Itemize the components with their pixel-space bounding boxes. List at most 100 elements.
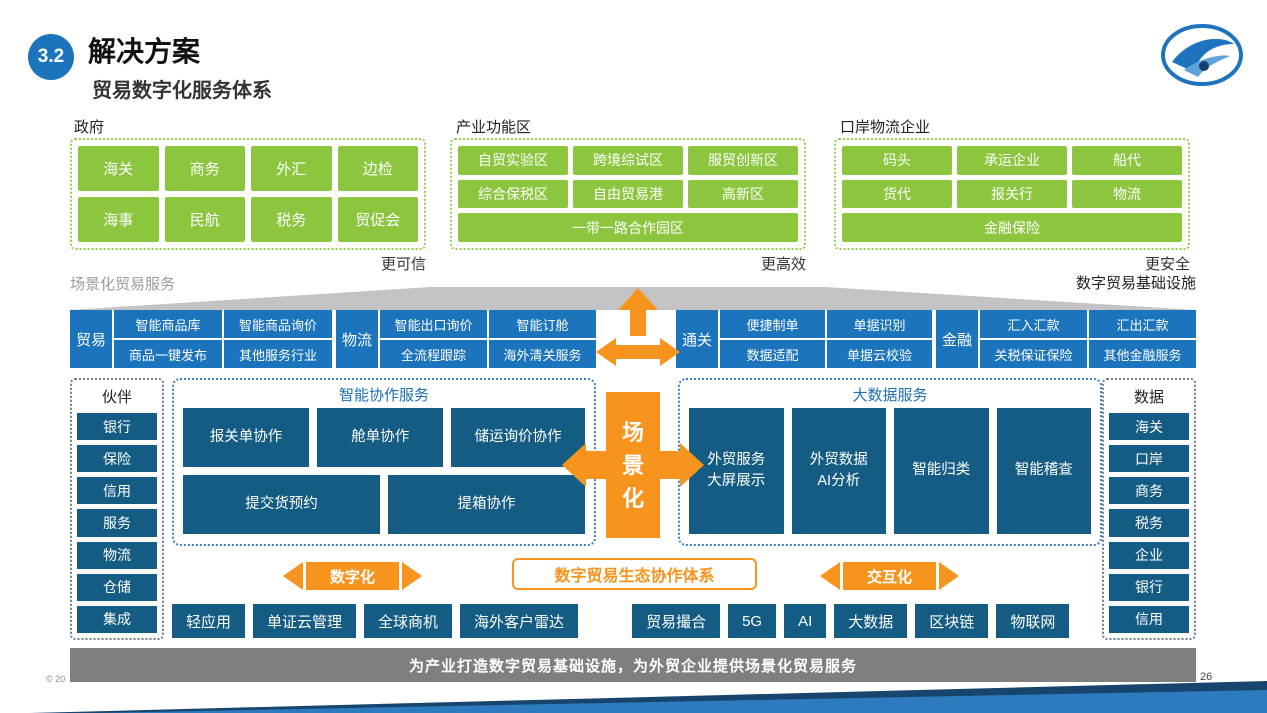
gov-cell: 税务 [251,197,332,242]
partner-item: 仓储 [77,573,157,601]
bigdata-box-line: 智能归类 [912,462,971,479]
collab-section-title: 智能协作服务 [338,387,429,404]
arrow-right-icon [402,562,423,590]
band-cell: 全流程跟踪 [380,340,487,368]
app-box: 海外客户雷达 [460,604,579,638]
port-cell: 码头 [842,146,952,175]
partners-column: 伙伴 银行 保险 信用 服务 物流 仓储 集成 [70,378,164,640]
gov-cell: 海关 [78,146,159,191]
port-cell-wide: 金融保险 [842,213,1182,242]
band-cell: 其他服务行业 [224,340,332,368]
zone-group-label: 产业功能区 [456,119,532,136]
data-item: 信用 [1109,605,1189,633]
port-cell: 承运企业 [957,146,1067,175]
band-group-customs: 通关 便捷制单 单据识别 数据适配 单据云校验 [676,310,932,368]
band-cell: 数据适配 [720,340,825,368]
port-logistics-group: 码头 承运企业 船代 货代 报关行 物流 金融保险 [834,138,1190,250]
bottom-wave-decoration [30,681,1267,713]
government-group: 海关 商务 外汇 边检 海事 民航 税务 贸促会 [70,138,426,250]
bigdata-box: 外贸服务 大屏展示 [689,408,784,534]
gov-cell: 贸促会 [337,197,418,242]
collab-box: 提箱协作 [388,475,585,534]
port-cell: 船代 [1072,146,1182,175]
zone-cell: 自贸实验区 [458,146,568,175]
port-cell: 货代 [842,179,952,209]
arrow-left-icon [283,562,303,590]
copyright-text: © 20 [46,674,66,684]
band-label-trade: 贸易 [70,310,112,368]
band-label-finance: 金融 [936,310,978,368]
interaction-flow: 交互化 [820,561,960,591]
data-item: 税务 [1109,509,1189,537]
gov-group-label: 政府 [74,119,105,136]
digitalization-flow: 数字化 [283,561,423,591]
data-column: 数据 海关 口岸 商务 税务 企业 银行 信用 [1102,378,1196,640]
flow-arrows-icon [596,288,680,366]
tagline-secure: 更安全 [1144,256,1190,273]
band-cell: 便捷制单 [720,310,825,338]
scenario-cross-icon [562,392,704,538]
bigdata-section: 大数据服务 外贸服务 大屏展示 外贸数据 AI分析 智能归类 智能稽查 [678,378,1102,546]
gov-cell: 边检 [337,146,418,191]
page-number: 26 [1200,671,1213,683]
band-cell: 智能订舱 [489,310,596,338]
zone-cell: 自由贸易港 [573,179,683,209]
app-box: 区块链 [915,604,989,638]
data-item: 海关 [1109,413,1189,441]
data-header: 数据 [1133,389,1164,406]
scenario-cross-label: 场景化 [622,419,645,511]
data-item: 商务 [1109,477,1189,505]
collab-box: 储运询价协作 [451,408,585,467]
app-box: 贸易撮合 [632,604,721,638]
bigdata-box: 智能稽查 [996,408,1091,534]
zone-cell-wide: 一带一路合作园区 [458,213,798,242]
partners-header: 伙伴 [101,389,132,406]
collab-box: 提交货预约 [183,475,380,534]
band-cell: 海外清关服务 [489,340,596,368]
port-cell: 物流 [1072,179,1182,209]
caption-digital-trade-infrastructure: 数字贸易基础设施 [1075,275,1196,292]
tagline-trustworthy: 更可信 [380,256,426,273]
apps-row: 轻应用 单证云管理 全球商机 海外客户雷达 贸易撮合 5G AI 大数据 区块链… [172,604,1196,638]
partner-item: 物流 [77,541,157,569]
bigdata-box: 智能归类 [894,408,989,534]
bigdata-box: 外贸数据 AI分析 [791,408,886,534]
band-cell: 商品一键发布 [114,340,222,368]
slide-subtitle: 贸易数字化服务体系 [92,80,272,102]
app-box: 物联网 [996,604,1070,638]
band-cell: 单据云校验 [827,340,932,368]
gov-cell: 民航 [164,197,245,242]
bigdata-box-line: 大屏展示 [707,473,766,489]
slide-title: 解决方案 [88,36,201,67]
bigdata-box-line: 外贸服务 [707,451,766,468]
band-cell: 汇入汇款 [980,310,1087,338]
data-item: 口岸 [1109,445,1189,473]
bigdata-box-line: 外贸数据 [809,451,868,468]
gov-cell: 商务 [164,146,245,191]
band-cell: 其他金融服务 [1089,340,1196,368]
app-box: 轻应用 [172,604,246,638]
app-box: 单证云管理 [253,604,357,638]
collab-box: 舱单协作 [317,408,444,467]
collab-box: 报关单协作 [183,408,310,467]
partner-item: 信用 [77,477,157,505]
band-cell: 单据识别 [827,310,932,338]
port-cell: 报关行 [957,179,1067,209]
app-box: 大数据 [834,604,908,638]
functional-zone-group: 自贸实验区 跨境综试区 服贸创新区 综合保税区 自由贸易港 高新区 一带一路合作… [450,138,806,250]
ecosystem-box: 数字贸易生态协作体系 [512,558,757,590]
zone-cell: 跨境综试区 [573,146,683,175]
section-number-badge: 3.2 [28,34,74,80]
bigdata-section-title: 大数据服务 [852,387,928,404]
partner-item: 服务 [77,509,157,537]
zone-cell: 综合保税区 [458,179,568,209]
zone-cell: 高新区 [688,179,798,209]
gov-cell: 海事 [78,197,159,242]
arrow-right-icon [939,562,960,590]
partner-item: 保险 [77,445,157,473]
tagline-efficient: 更高效 [760,256,806,273]
app-box: AI [784,604,827,638]
caption-scenario-trade-services: 场景化贸易服务 [70,276,176,293]
collab-section: 智能协作服务 报关单协作 舱单协作 储运询价协作 提交货预约 提箱协作 [172,378,596,546]
